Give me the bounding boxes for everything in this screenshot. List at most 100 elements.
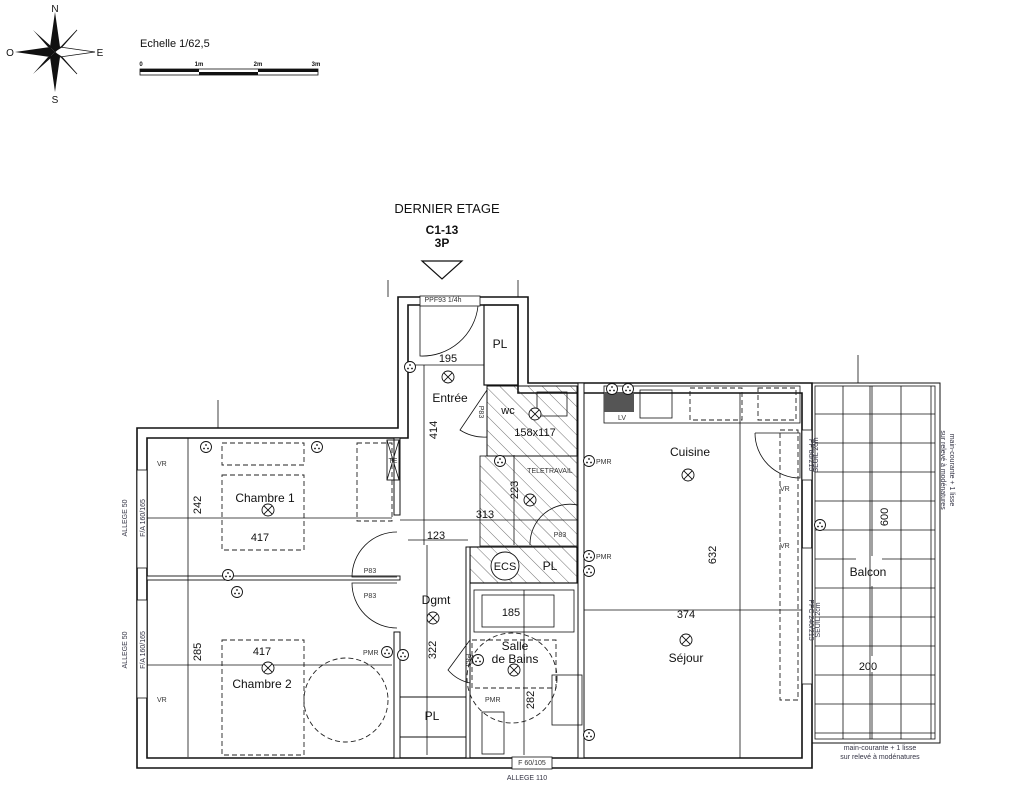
railing-note-bottom-2: sur relevé à modénatures <box>840 754 920 761</box>
exterior-walls <box>136 280 859 770</box>
room-label-entree: Entrée <box>432 391 468 405</box>
light-icon <box>426 611 440 625</box>
dim-dgmt-width: 123 <box>427 530 445 542</box>
outlet-icon <box>814 519 826 531</box>
pmr-label: PMR <box>485 697 501 704</box>
wc-door-label: P83 <box>477 406 484 419</box>
dim-bathtub: 185 <box>502 607 520 619</box>
pfc-sejour-label: PFC 240/215 <box>807 599 814 640</box>
te-label: TE <box>389 458 398 465</box>
ch2-window-label: F/A 160/165 <box>140 631 147 669</box>
dimension-lines <box>147 364 871 758</box>
room-label-pl-entree: PL <box>493 337 508 351</box>
doors <box>351 305 801 684</box>
interior-walls <box>146 304 585 759</box>
room-label-pl-bath: PL <box>543 559 558 573</box>
corridor-door-label: P83 <box>554 532 567 539</box>
ecs-label: ECS <box>494 561 517 573</box>
outlet-icon <box>222 569 234 581</box>
dim-wc-size: 158x117 <box>514 427 555 439</box>
outlet-icon <box>583 455 595 467</box>
vr-label: VR <box>157 461 167 468</box>
room-label-cuisine: Cuisine <box>670 445 710 459</box>
opening-labels: PPF93 1/4h F 60/105 ALLEGE 110 ALLEGE 50… <box>122 297 822 782</box>
wc-hatched-zone <box>486 385 578 457</box>
dim-chambre1-depth: 242 <box>192 496 204 514</box>
ch1-allege-label: ALLEGE 50 <box>122 499 129 536</box>
dim-sejour-width: 374 <box>677 609 695 621</box>
dim-chambre1-width: 417 <box>251 532 269 544</box>
pf-kitchen-label: PF 80/215 <box>807 439 814 471</box>
ch2-allege-label: ALLEGE 50 <box>122 631 129 668</box>
dim-chambre2-depth: 285 <box>192 643 204 661</box>
room-label-chambre2: Chambre 2 <box>232 677 292 691</box>
dim-cuisine-length: 632 <box>707 546 719 564</box>
outlet-icon <box>622 383 634 395</box>
dim-dgmt-length: 322 <box>427 641 439 659</box>
dim-223: 223 <box>509 481 521 499</box>
room-labels: Entrée 195 414 PL wc 158x117 P83 TELETRA… <box>192 337 719 723</box>
water-heater-icon <box>490 551 520 581</box>
room-label-balcon: Balcon <box>850 565 887 579</box>
scale-tick-3: 3m <box>312 62 321 68</box>
compass-north: N <box>51 4 58 15</box>
pfc-sejour-seuil: SEUIL 2cm <box>815 602 822 637</box>
ecs-pl-zone <box>469 546 578 584</box>
compass-east: E <box>97 48 104 59</box>
compass-rose-icon: N S O E <box>6 4 104 106</box>
bath-allege-label: ALLEGE 110 <box>507 775 547 782</box>
scale-tick-2: 2m <box>254 62 263 68</box>
room-label-sejour: Séjour <box>669 651 704 665</box>
dim-entree-length: 414 <box>428 421 440 439</box>
outlet-icon <box>583 729 595 741</box>
room-label-wc: wc <box>500 405 515 417</box>
light-icon <box>261 503 275 517</box>
vr-label: VR <box>780 543 790 550</box>
dim-bath-depth: 282 <box>525 691 537 709</box>
outlet-icon <box>311 441 323 453</box>
bath-door-label: P83 <box>464 654 471 667</box>
chambre1-door-label: P83 <box>364 568 377 575</box>
dim-balcon-width: 200 <box>859 661 877 673</box>
outlet-icon <box>606 383 618 395</box>
outlet-icon <box>494 455 506 467</box>
dim-balcon-length: 600 <box>879 508 891 526</box>
pmr-label: PMR <box>363 650 379 657</box>
scale-tick-1: 1m <box>195 62 204 68</box>
outlet-icon <box>583 565 595 577</box>
pf-kitchen-seuil: SEUIL 2cm <box>813 437 820 472</box>
light-icon <box>528 407 542 421</box>
outlet-icon <box>404 361 416 373</box>
railing-note-side-2: sur relevé à modénatures <box>939 430 946 510</box>
room-label-salle: Salle <box>502 639 529 653</box>
pmr-label: PMR <box>596 554 612 561</box>
scale-bar: Echelle 1/62,5 0 1m 2m 3m <box>139 38 321 76</box>
room-label-chambre1: Chambre 1 <box>235 491 295 505</box>
dim-entree-width: 195 <box>439 353 457 365</box>
light-icon <box>441 370 455 384</box>
light-icon <box>261 661 275 675</box>
outlet-icon <box>200 441 212 453</box>
ch1-window-label: F/A 160/165 <box>140 499 147 537</box>
compass-west: O <box>6 48 14 59</box>
vr-label: VR <box>157 697 167 704</box>
pmr-label: PMR <box>596 459 612 466</box>
lv-label: LV <box>618 415 626 422</box>
vr-label: VR <box>780 486 790 493</box>
outlet-icon <box>472 654 484 666</box>
outlet-icon <box>397 649 409 661</box>
dim-313: 313 <box>476 509 494 521</box>
unit-type: 3P <box>435 236 450 250</box>
entrance-arrow-icon <box>420 260 464 280</box>
outlet-icon <box>381 646 393 658</box>
floor-title: DERNIER ETAGE <box>394 201 500 216</box>
room-label-pl-dgmt: PL <box>425 709 440 723</box>
unit-number: C1-13 <box>426 223 459 237</box>
chambre2-door-label: P83 <box>364 593 377 600</box>
entry-door-label: PPF93 1/4h <box>425 297 462 304</box>
teletravail-label: TELETRAVAIL <box>527 468 573 475</box>
scale-tick-0: 0 <box>139 62 143 68</box>
bath-window-label: F 60/105 <box>518 760 546 767</box>
scale-title: Echelle 1/62,5 <box>140 38 210 50</box>
